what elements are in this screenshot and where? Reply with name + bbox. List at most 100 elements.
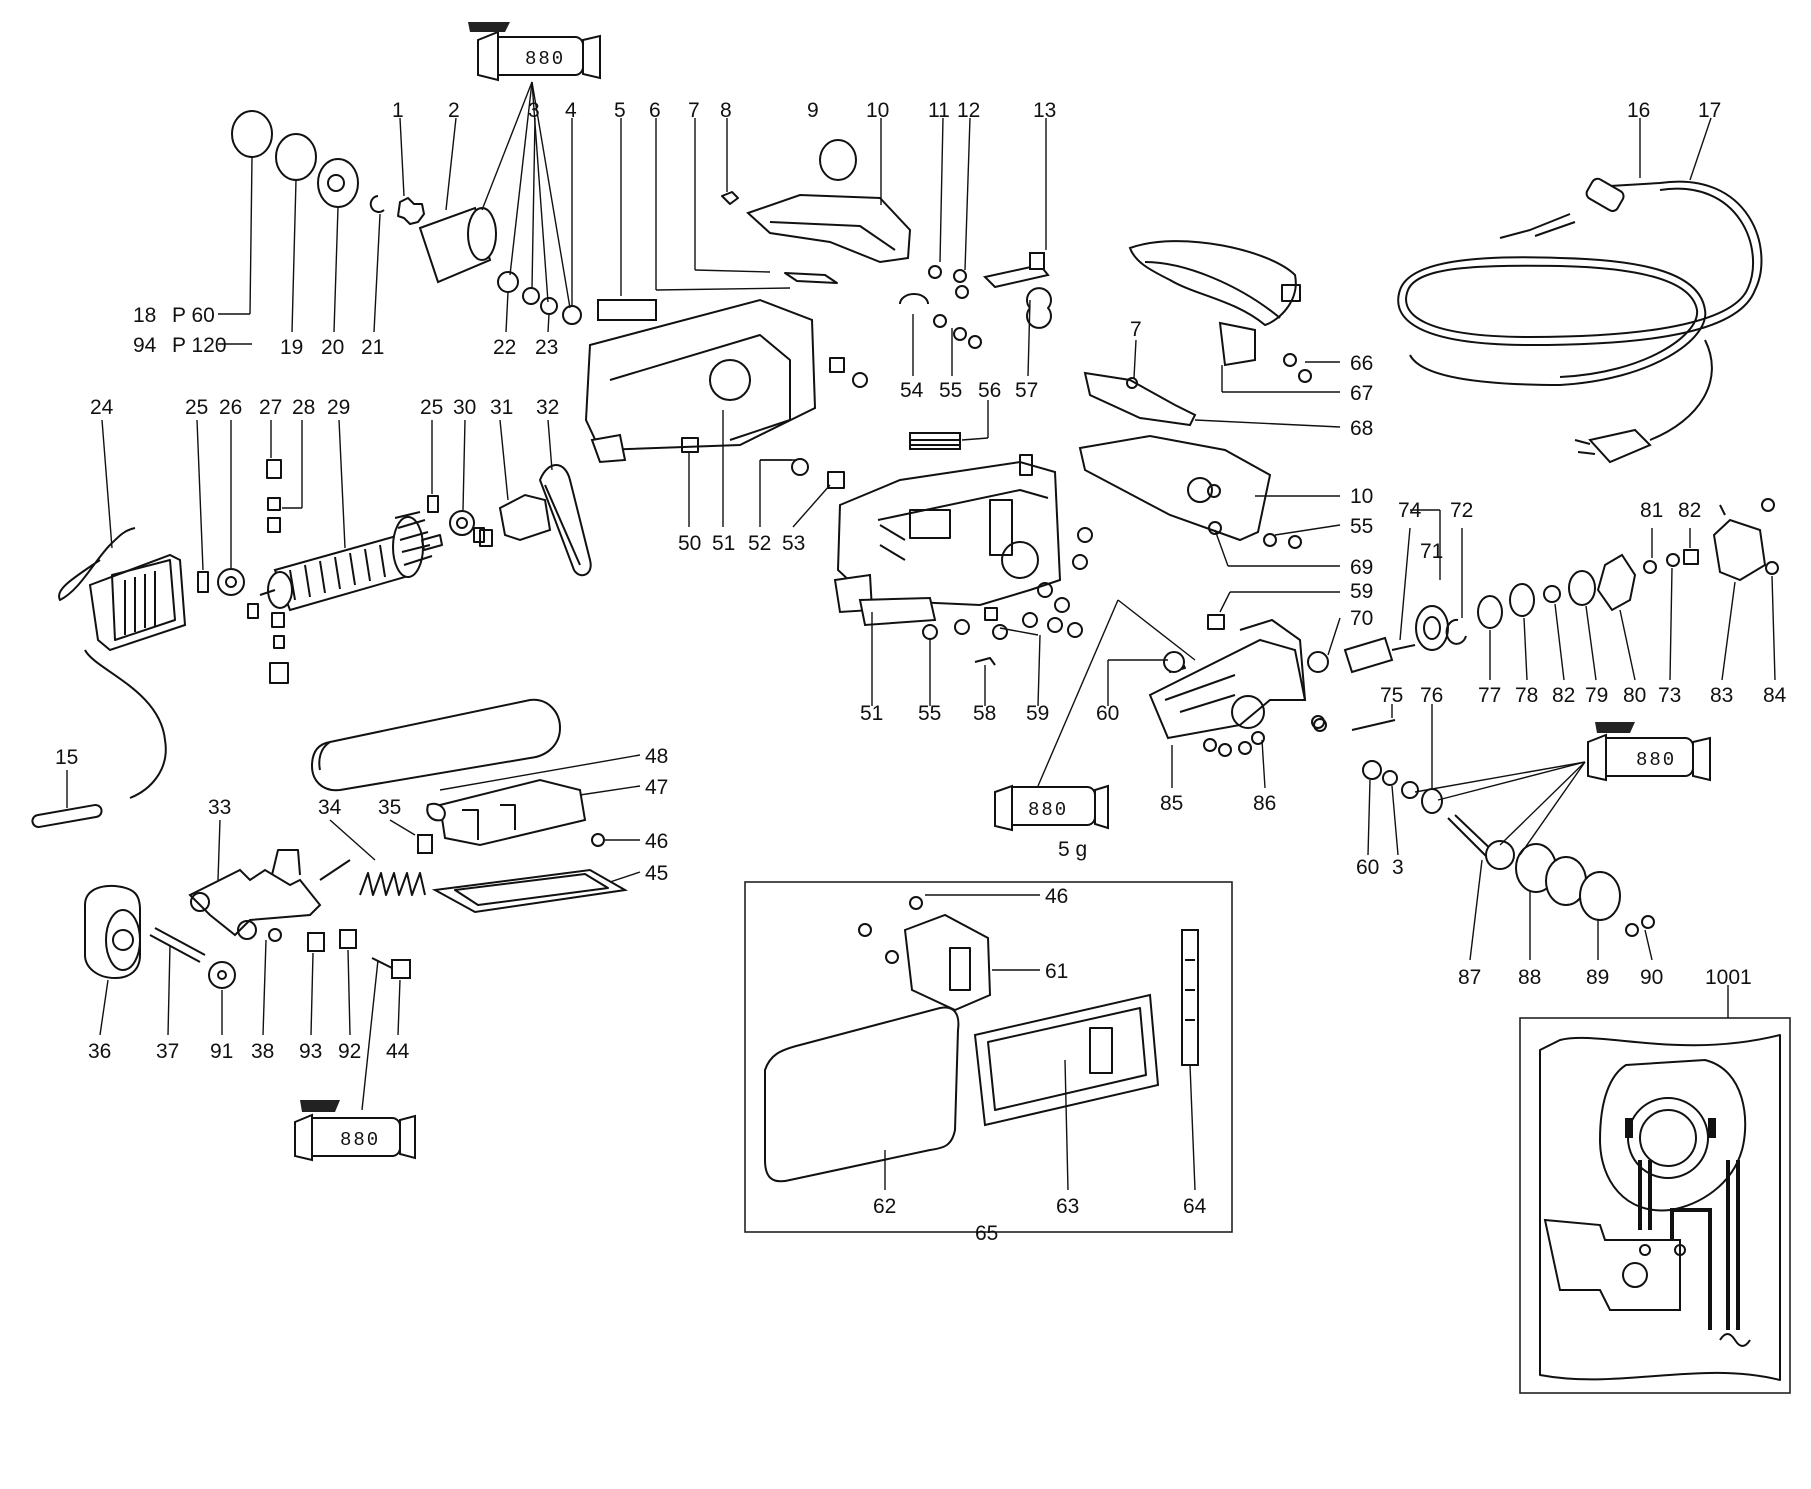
- part-label: 70: [1350, 607, 1373, 630]
- part-label: 55: [1350, 515, 1373, 538]
- part-label: 89: [1586, 966, 1609, 989]
- part-label: 90: [1640, 966, 1663, 989]
- part-label: 51: [860, 702, 883, 725]
- part-label: 79: [1585, 684, 1608, 707]
- part-label: 5: [614, 99, 626, 122]
- tube-code-label: 880: [340, 1129, 380, 1151]
- part-label: 17: [1698, 99, 1721, 122]
- part-label: 35: [378, 796, 401, 819]
- part-label: 30: [453, 396, 476, 419]
- part-label: 80: [1623, 684, 1646, 707]
- part-label: 60: [1356, 856, 1379, 879]
- part-label: 3: [1392, 856, 1404, 879]
- part-label: 53: [782, 532, 805, 555]
- part-label: 3: [528, 99, 540, 122]
- part-label: 54: [900, 379, 924, 402]
- part-label: 55: [918, 702, 941, 725]
- part-label: 76: [1420, 684, 1443, 707]
- part-label: 59: [1026, 702, 1049, 725]
- part-label: 93: [299, 1040, 322, 1063]
- part-label: 10: [866, 99, 889, 122]
- part-label: 36: [88, 1040, 111, 1063]
- part-label: 18: [133, 304, 156, 327]
- part-label: 38: [251, 1040, 274, 1063]
- part-label: 57: [1015, 379, 1038, 402]
- gear-housing-group: [1148, 498, 1779, 937]
- grease-tube-icon-center: 880 5 g: [994, 784, 1109, 861]
- part-label: 15: [55, 746, 78, 769]
- part-label: 60: [1096, 702, 1119, 725]
- part-label: 28: [292, 396, 315, 419]
- part-label: 1: [392, 99, 404, 122]
- part-label: 47: [645, 776, 668, 799]
- part-label: 26: [219, 396, 242, 419]
- tube-code-label: 880: [1636, 749, 1676, 771]
- part-label: 10: [1350, 485, 1373, 508]
- part-label: 65: [975, 1222, 998, 1245]
- part-label: 32: [536, 396, 559, 419]
- part-label: 7: [688, 99, 700, 122]
- part-label: 24: [90, 396, 114, 419]
- part-label: 25: [420, 396, 443, 419]
- part-label: 84: [1763, 684, 1787, 707]
- part-label: 67: [1350, 382, 1373, 405]
- part-label: 55: [939, 379, 962, 402]
- part-label: 77: [1478, 684, 1501, 707]
- part-label: 11: [928, 99, 950, 122]
- part-label: 82: [1552, 684, 1575, 707]
- part-label: 69: [1350, 556, 1373, 579]
- part-label: 1001: [1705, 966, 1752, 989]
- accessory-frame: [744, 881, 1233, 1233]
- part-label: 74: [1398, 499, 1422, 522]
- part-label: 68: [1350, 417, 1373, 440]
- handle-group: [1078, 240, 1312, 549]
- part-label: 48: [645, 745, 668, 768]
- part-label: 82: [1678, 499, 1701, 522]
- part-label: 61: [1045, 960, 1068, 983]
- power-cable-group: [1397, 177, 1763, 464]
- part-label: 7: [1130, 318, 1142, 341]
- part-label: 73: [1658, 684, 1681, 707]
- grease-tube-icon-top: 880: [468, 22, 601, 82]
- part-label: 64: [1183, 1195, 1207, 1218]
- part-label: 19: [280, 336, 303, 359]
- part-label: 56: [978, 379, 1001, 402]
- part-label: 33: [208, 796, 231, 819]
- motor-group: [31, 459, 592, 829]
- part-label: 52: [748, 532, 771, 555]
- part-label: 51: [712, 532, 735, 555]
- part-label: 37: [156, 1040, 179, 1063]
- part-label: 8: [720, 99, 732, 122]
- part-labels: 1 2 3 4 5 6 7 8 9 10 11 12 13 16 17 18 P…: [55, 99, 1787, 1245]
- part-label: 50: [678, 532, 701, 555]
- middle-housing-group: [791, 432, 1093, 666]
- part-label: 34: [318, 796, 342, 819]
- part-label: 20: [321, 336, 344, 359]
- part-label: 13: [1033, 99, 1056, 122]
- part-label: 87: [1458, 966, 1481, 989]
- part-label: 46: [645, 830, 668, 853]
- part-label: 92: [338, 1040, 361, 1063]
- part-label: 4: [565, 99, 577, 122]
- part-label: 72: [1450, 499, 1473, 522]
- belt-and-frame-group: [84, 698, 629, 989]
- part-label: 63: [1056, 1195, 1079, 1218]
- part-label: 91: [210, 1040, 233, 1063]
- part-label: 75: [1380, 684, 1403, 707]
- part-label: 25: [185, 396, 208, 419]
- part-label: 45: [645, 862, 668, 885]
- part-label: 81: [1640, 499, 1663, 522]
- part-label: 31: [490, 396, 513, 419]
- tube-quantity-label: 5 g: [1058, 838, 1087, 861]
- part-label: 59: [1350, 580, 1373, 603]
- grease-tube-icon-right: 880: [1587, 722, 1711, 782]
- part-label: 12: [957, 99, 980, 122]
- part-label: 83: [1710, 684, 1733, 707]
- part-label: 66: [1350, 352, 1373, 375]
- grease-tube-icon-bottom: 880: [294, 1100, 416, 1162]
- part-label: 29: [327, 396, 350, 419]
- leader-lines: [66, 81, 1776, 1191]
- grit-label: P 60: [172, 304, 215, 327]
- grit-label: P 120: [172, 334, 227, 357]
